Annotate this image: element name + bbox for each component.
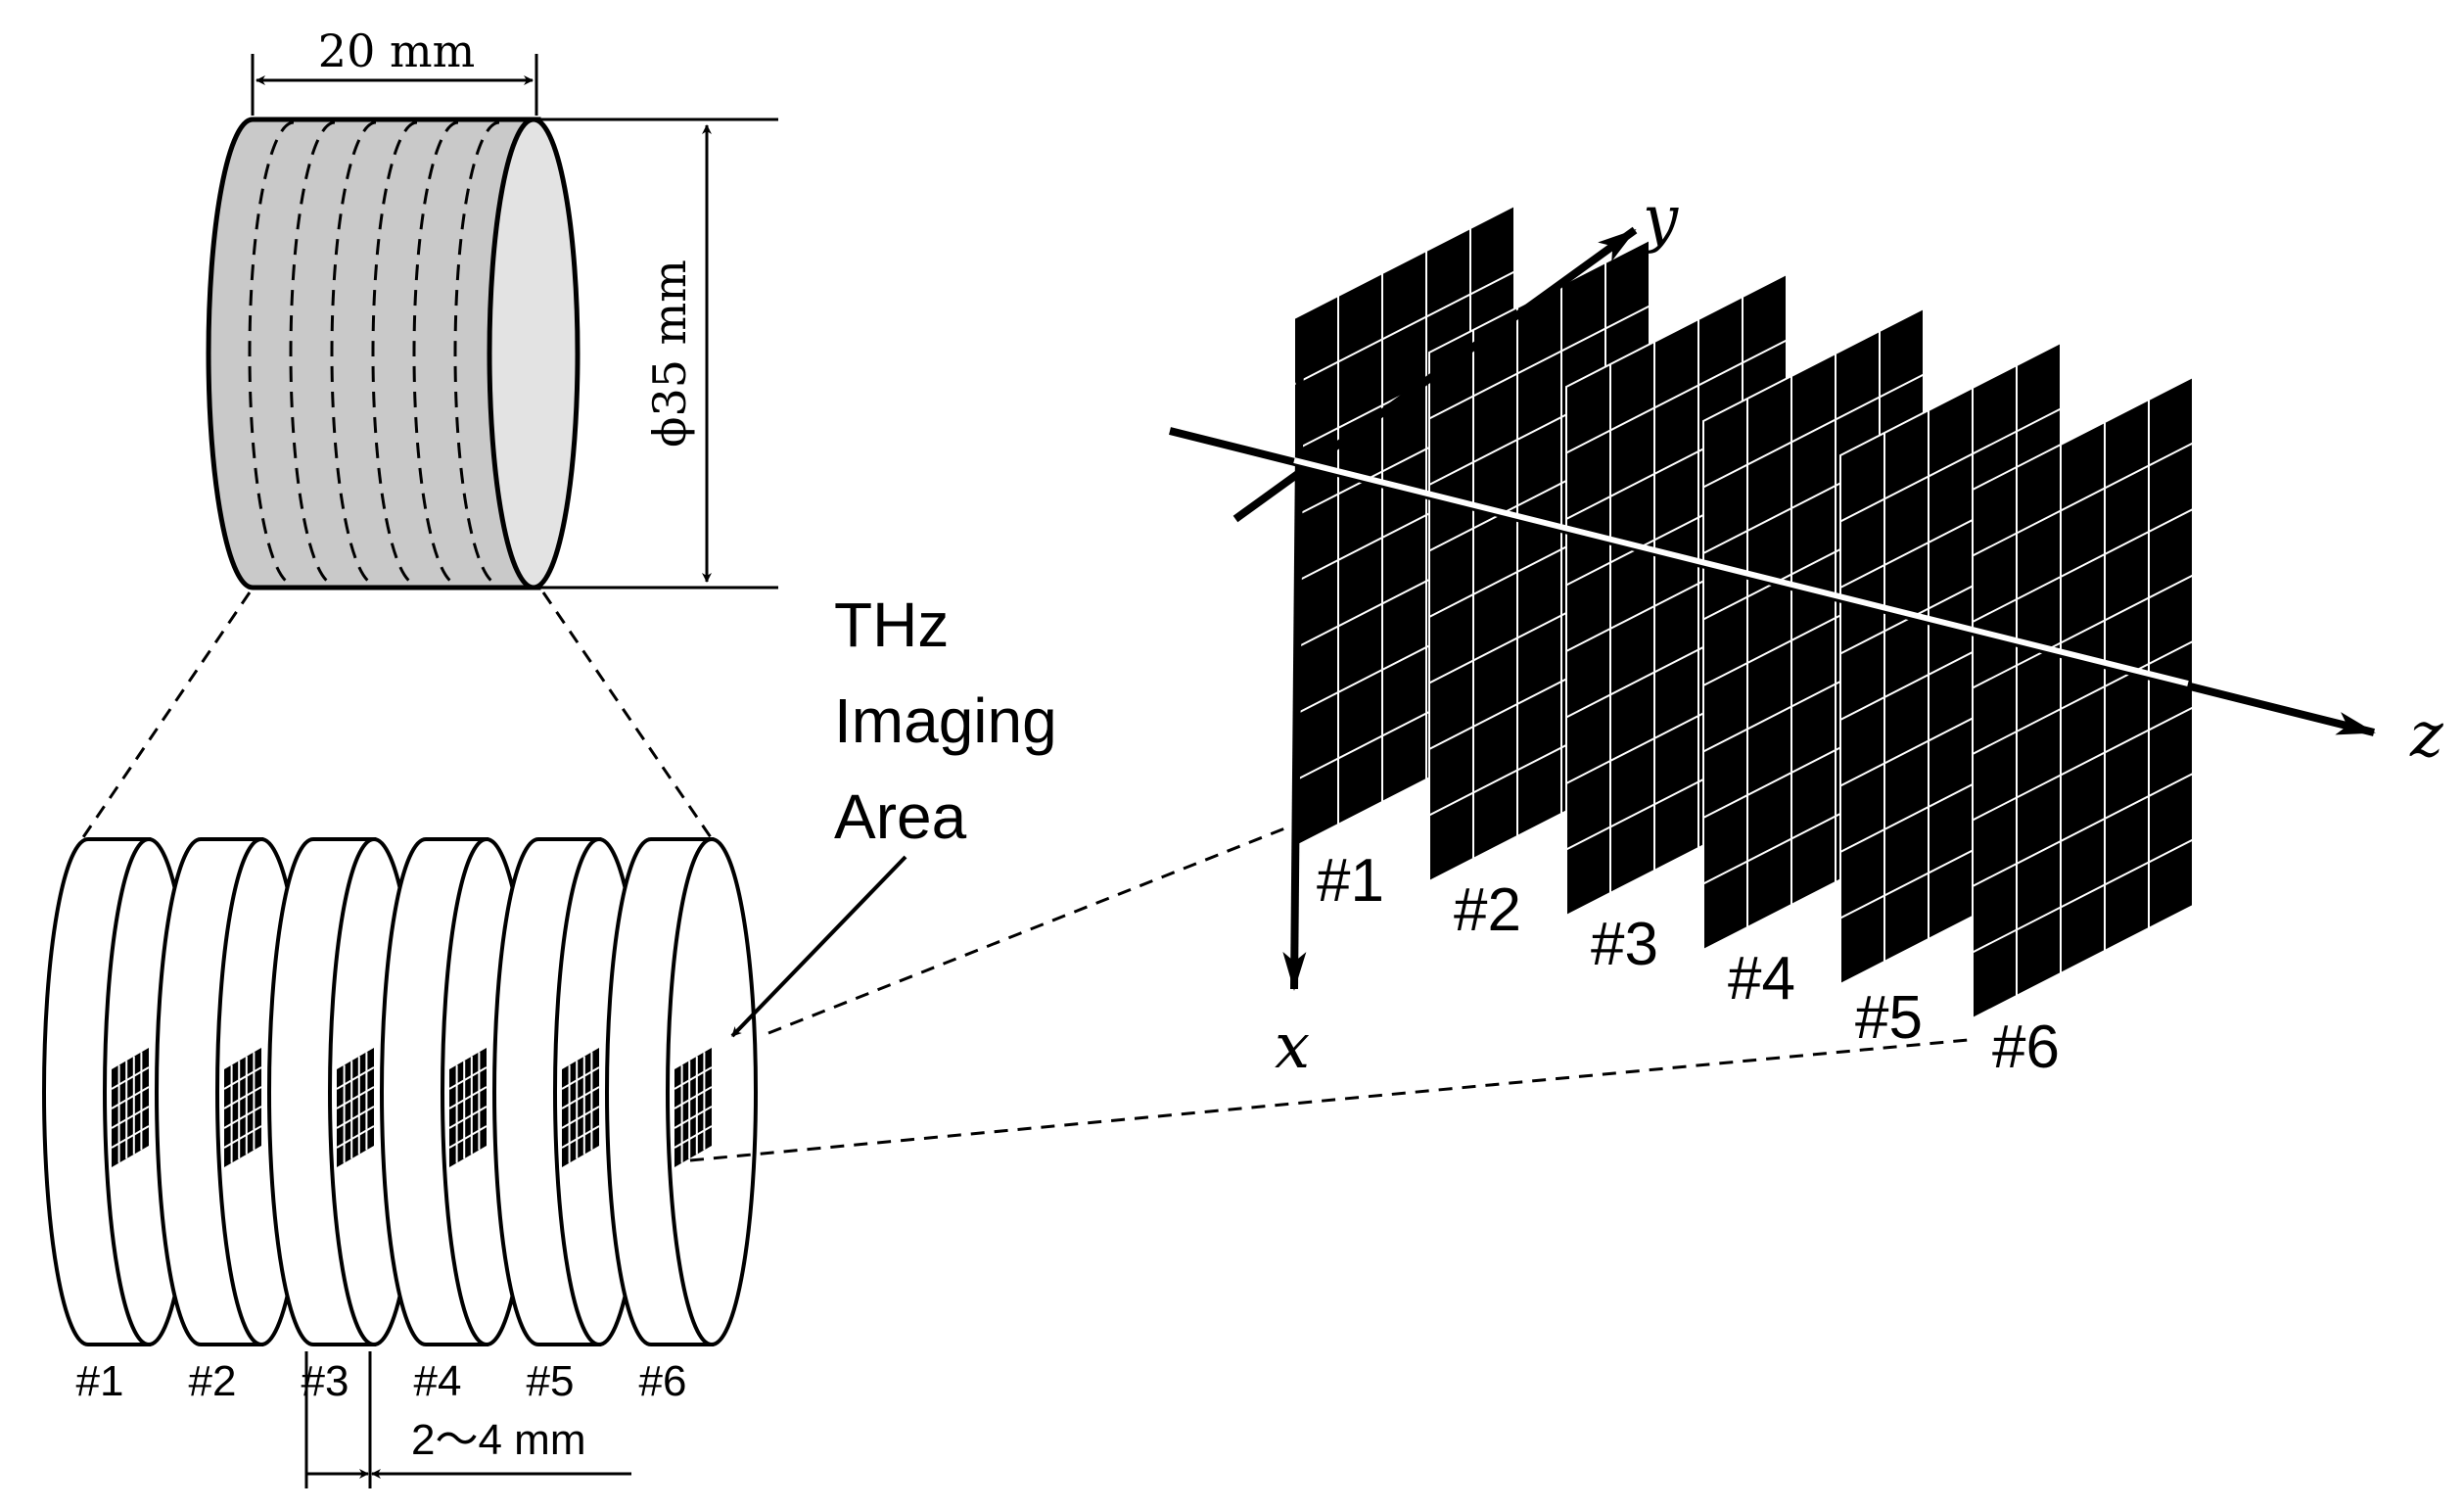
imaging-area-label: THz Imaging Area (834, 590, 1074, 852)
x-axis-label: x (1275, 1011, 1310, 1083)
spacing-dimension: 2～4 mm (304, 1351, 631, 1488)
disc-6 (605, 837, 758, 1346)
disc-label-1: #1 (76, 1357, 124, 1405)
disc-label-4: #4 (414, 1357, 462, 1405)
plane-label-3: #3 (1591, 911, 1658, 978)
disc-imaging-grid (111, 1048, 150, 1167)
image-planes (1293, 204, 2194, 1020)
length-label: 20 mm (318, 24, 475, 77)
axes: x y z (1169, 183, 2444, 1083)
disc-imaging-grid (336, 1048, 375, 1167)
cylinder-end-face (487, 117, 581, 590)
plane-label-1: #1 (1317, 847, 1384, 915)
disc-label-3: #3 (302, 1357, 349, 1405)
disc-label-6: #6 (639, 1357, 687, 1405)
disc-imaging-grid (448, 1048, 488, 1167)
spacing-label: 2～4 mm (411, 1416, 585, 1464)
disc-label-2: #2 (189, 1357, 237, 1405)
disc-imaging-grid (223, 1048, 262, 1167)
plane-label-6: #6 (1992, 1014, 2060, 1081)
cylinder-sample (206, 117, 581, 590)
sample-discs (42, 837, 758, 1346)
plane-6 (1972, 375, 2194, 1020)
disc-labels: #1 #2 #3 #4 #5 #6 (76, 1357, 687, 1405)
diameter-label: ϕ35 mm (643, 260, 696, 448)
cylinder-slice-lines (248, 120, 500, 587)
zoom-lines (81, 591, 715, 841)
y-axis-line (1232, 226, 1638, 523)
y-axis-label: y (1640, 183, 1679, 256)
plane-label-5: #5 (1855, 984, 1923, 1052)
x-axis-line (1282, 342, 1307, 991)
plane-label-2: #2 (1454, 876, 1521, 944)
diameter-dimension: ϕ35 mm (536, 118, 778, 590)
disc-imaging-grid (561, 1048, 600, 1167)
disc-label-5: #5 (527, 1357, 575, 1405)
imaging-area-callout: THz Imaging Area (730, 590, 1074, 1038)
length-dimension: 20 mm (251, 24, 538, 116)
plane-labels: #1 #2 #3 #4 #5 #6 (1317, 847, 2060, 1081)
z-axis-highlight (1293, 457, 2189, 686)
disc-imaging-grid (674, 1048, 713, 1167)
disc-4 (380, 837, 533, 1346)
plane-label-4: #4 (1728, 945, 1795, 1013)
z-axis-label: z (2409, 699, 2444, 772)
